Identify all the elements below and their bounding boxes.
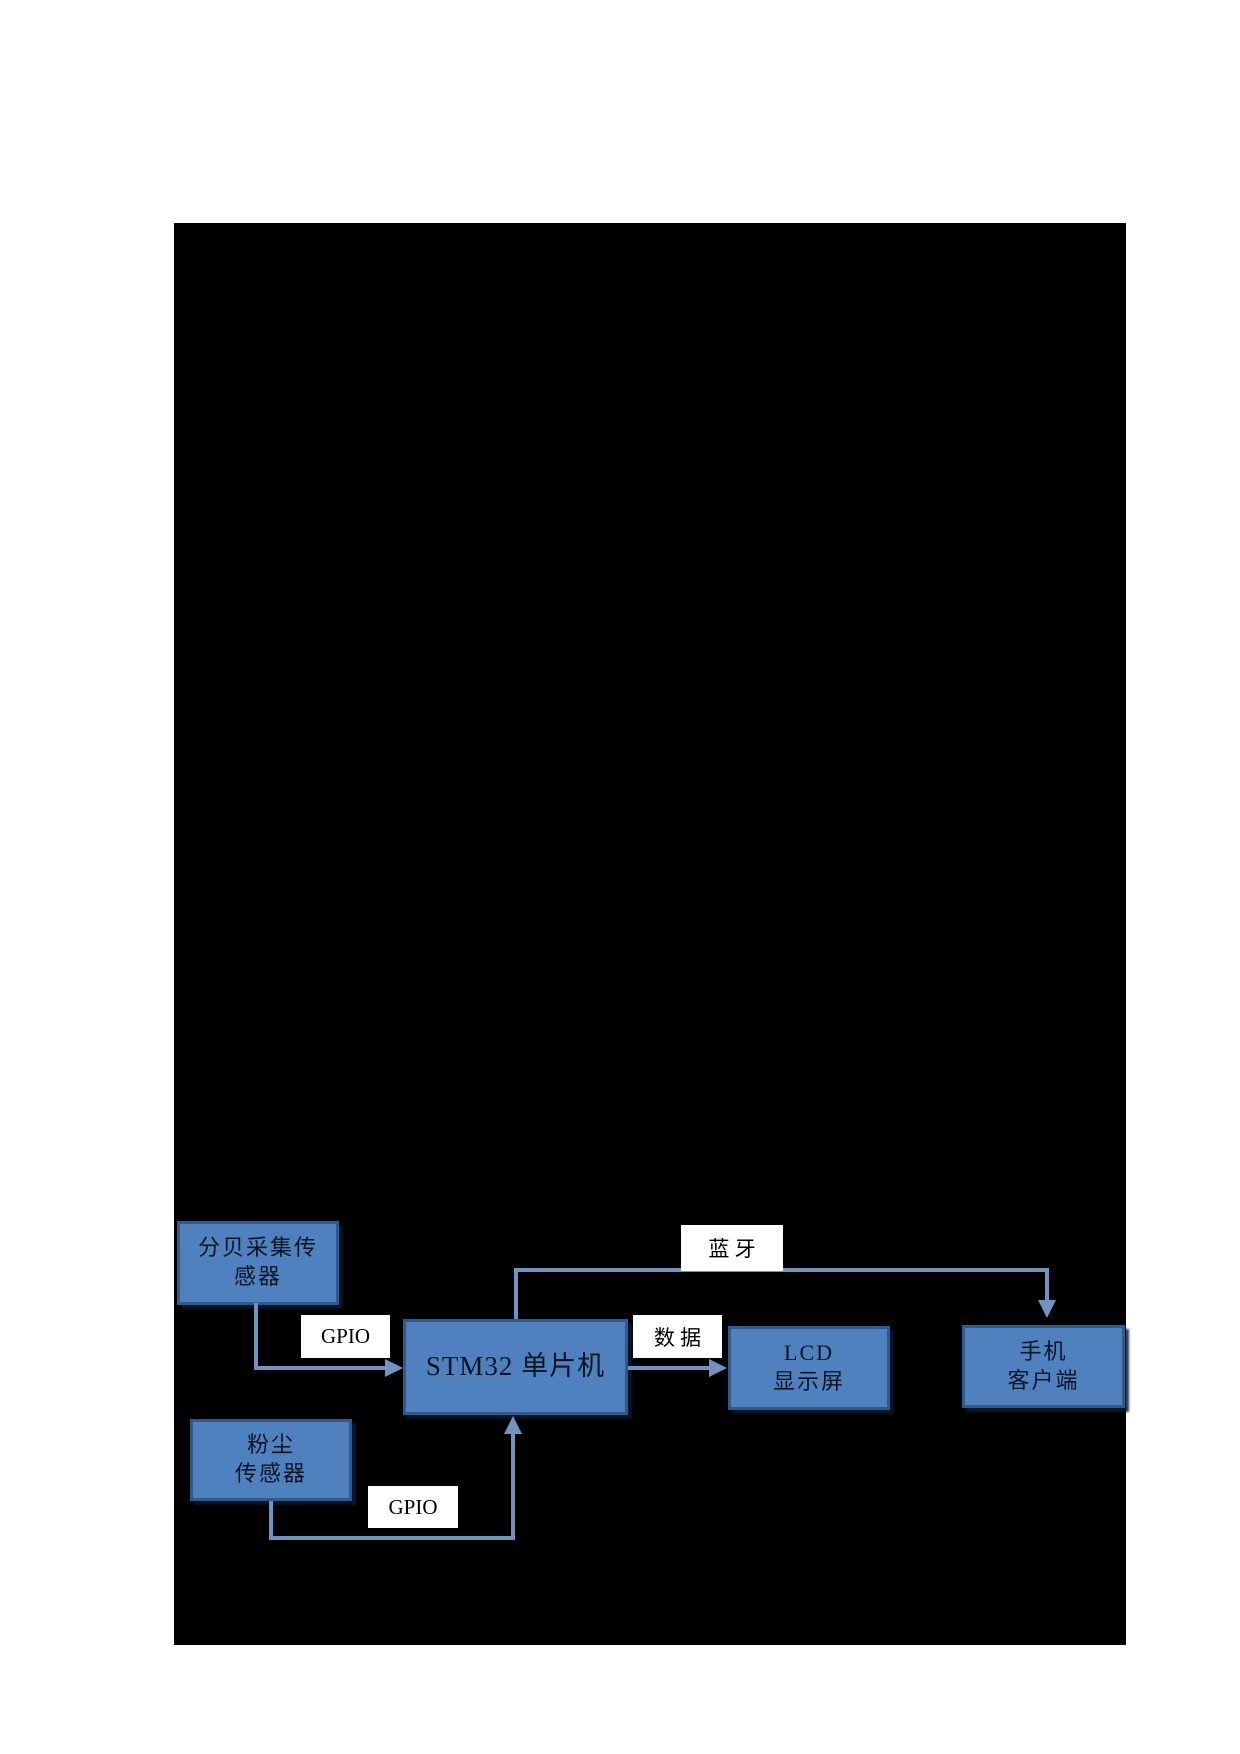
node-decibel-sensor: 分贝采集传 感器	[177, 1221, 339, 1305]
node-decibel-sensor-line2: 感器	[233, 1264, 282, 1289]
node-lcd-display: LCD 显示屏	[728, 1326, 890, 1410]
connector-bluetooth-vertical-to-phone	[1045, 1268, 1049, 1302]
edge-label-bluetooth-text: 蓝 牙	[708, 1237, 756, 1261]
arrowhead-into-stm32-left-icon	[385, 1359, 403, 1377]
arrowhead-into-lcd-icon	[709, 1359, 727, 1377]
node-dust-sensor-line1: 粉尘	[246, 1432, 295, 1458]
node-dust-sensor: 粉尘 传感器	[190, 1419, 352, 1501]
edge-label-gpio-bottom-text: GPIO	[388, 1494, 438, 1519]
edge-label-data: 数 据	[633, 1315, 722, 1358]
connector-bluetooth-vertical-from-stm32	[514, 1270, 518, 1319]
edge-label-gpio-top-text: GPIO	[320, 1324, 370, 1348]
connector-decibel-to-stm32-horizontal	[254, 1366, 387, 1370]
node-phone-client-line2: 客户端	[1007, 1367, 1080, 1393]
node-decibel-sensor-line1: 分贝采集传	[197, 1235, 318, 1261]
edge-label-gpio-top: GPIO	[301, 1315, 390, 1358]
node-stm32-mcu: STM32 单片机	[403, 1319, 628, 1415]
connector-dust-to-stm32-vertical-up	[511, 1433, 515, 1538]
arrowhead-into-phone-icon	[1038, 1300, 1056, 1318]
node-lcd-display-line1: LCD	[784, 1340, 834, 1366]
connector-dust-to-stm32-horizontal	[269, 1536, 515, 1540]
node-lcd-display-line2: 显示屏	[772, 1369, 845, 1394]
edge-label-gpio-bottom: GPIO	[368, 1486, 458, 1528]
redacted-black-region	[174, 223, 1126, 1645]
node-phone-client-line1: 手机	[1019, 1338, 1068, 1364]
node-phone-client: 手机 客户端	[962, 1325, 1125, 1408]
node-stm32-mcu-label: STM32 单片机	[425, 1351, 606, 1382]
connector-dust-to-stm32-vertical-down	[269, 1501, 273, 1540]
edge-label-data-text: 数 据	[653, 1325, 702, 1350]
edge-label-bluetooth: 蓝 牙	[681, 1225, 783, 1271]
arrowhead-into-stm32-bottom-icon	[504, 1416, 522, 1434]
connector-decibel-to-stm32-vertical	[254, 1303, 258, 1370]
connector-stm32-to-lcd	[628, 1366, 710, 1370]
node-dust-sensor-line2: 传感器	[234, 1461, 307, 1486]
